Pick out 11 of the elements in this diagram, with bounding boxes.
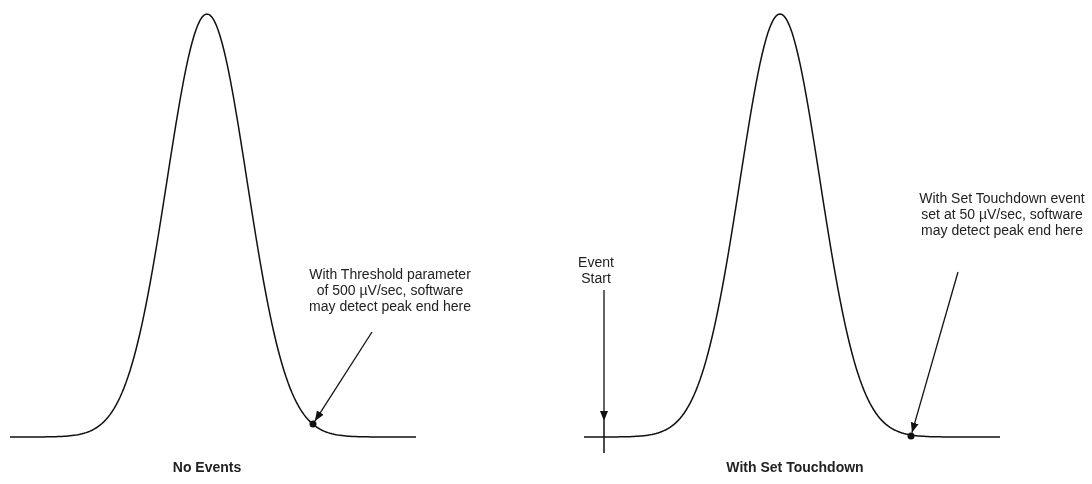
chart-caption: No Events: [172, 459, 242, 475]
annotation-text: Event Start: [566, 254, 626, 286]
arrow: [314, 331, 373, 422]
event-start-tick: [603, 420, 605, 454]
chart-caption: With Set Touchdown: [726, 459, 864, 475]
arrow: [910, 271, 959, 434]
arrow: [600, 289, 608, 422]
peak-end-dot: [309, 420, 317, 428]
annotation-text: With Threshold parameter of 500 µV/sec, software may detect peak end here: [302, 266, 478, 314]
peak-end-dot: [907, 432, 915, 440]
annotation-text: With Set Touchdown event set at 50 µV/sec, software may detect peak end here: [914, 190, 1090, 238]
